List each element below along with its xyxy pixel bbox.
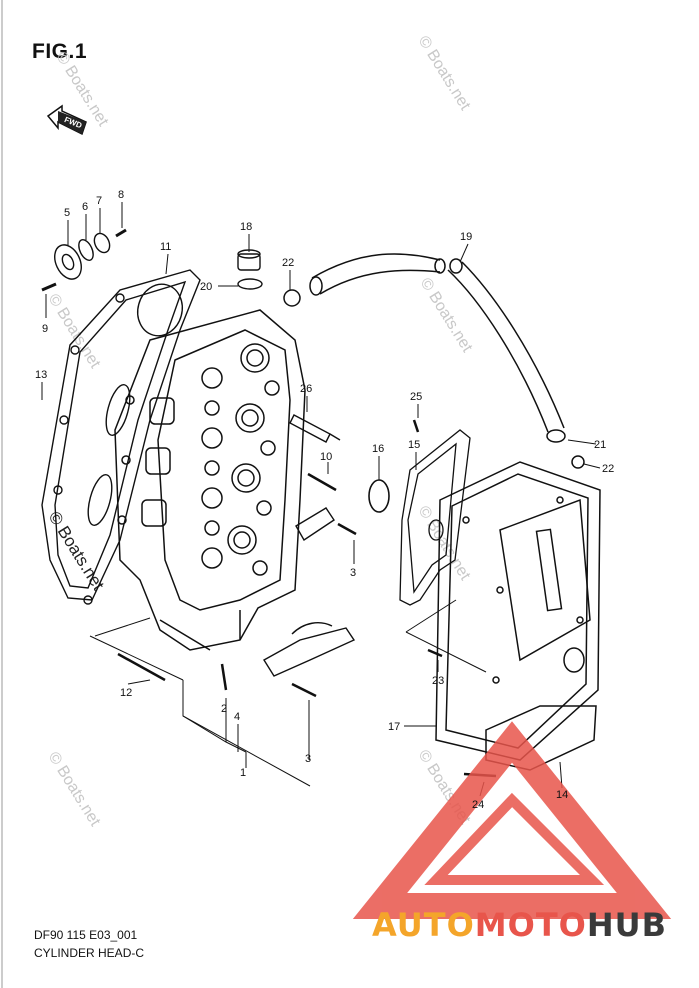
diagram-name: CYLINDER HEAD-C [34,946,145,960]
brand-triangle-logo [352,721,672,919]
brand-part-hub: HUB [586,906,668,944]
callout-label: 2 [221,703,227,715]
callout-label: 12 [120,687,132,699]
exhaust-ports [117,395,175,527]
callout-label: 4 [234,711,240,723]
watermark-text: © Boats.net [45,508,108,594]
watermark-text: © Boats.net [45,291,104,372]
diagram-code: DF90 115 E03_001 [34,928,138,942]
oil-cap-assembly [41,228,127,292]
cam-journals [201,343,280,576]
fwd-arrow-icon: FWD [46,104,87,136]
callout-label: 19 [460,231,472,243]
callout-label: 17 [388,721,400,733]
callout-label: 25 [410,391,422,403]
watermark-text: © Boats.net [415,503,474,584]
callout-label: 5 [64,207,70,219]
callout-label: 11 [160,241,171,253]
figure-title: FIG.1 [32,40,88,63]
water-hose [283,253,585,469]
cylinder-head-cover [435,461,601,771]
callout-labels: 1 2 3 3 4 5 6 7 8 9 10 11 12 13 14 15 16… [35,189,614,811]
callout-label: 9 [42,323,48,335]
callout-label: 18 [240,221,252,233]
spark-plug [289,414,341,443]
callout-label: 14 [556,789,568,801]
callout-label: 23 [432,675,444,687]
callout-label: 26 [300,383,312,395]
cover-gasket [399,429,471,606]
callout-label: 22 [282,257,294,269]
watermark-text: © Boats.net [417,275,476,356]
cylinder-head-gasket [41,269,201,605]
callout-label: 24 [472,799,484,811]
callout-label: 8 [118,189,124,201]
callout-label: 6 [82,201,88,213]
watermark-text: © Boats.net [415,33,474,114]
callout-label: 1 [240,767,246,779]
thermostat-cover [237,249,263,290]
leader-lines [41,202,601,797]
callout-label: 22 [602,463,614,475]
callout-label: 13 [35,369,47,381]
watermark-text: © Boats.net [45,749,104,830]
camshaft-bracket [263,507,356,677]
brand-wordmark: AUTOMOTOHUB [372,906,667,944]
cylinder-head [114,309,306,651]
brand-part-moto: MOTO [474,906,587,944]
o-ring [368,479,390,513]
callout-label: 15 [408,439,420,451]
callout-label: 7 [96,195,102,207]
callout-label: 3 [305,753,311,765]
brand-part-auto: AUTO [372,906,475,944]
callout-label: 16 [372,443,384,455]
bolts-group [117,419,497,778]
callout-label: 3 [350,567,356,579]
watermark-group: © Boats.net © Boats.net © Boats.net © Bo… [45,33,476,830]
callout-label: 10 [320,451,332,463]
callout-label: 20 [200,281,212,293]
callout-label: 21 [594,439,606,451]
